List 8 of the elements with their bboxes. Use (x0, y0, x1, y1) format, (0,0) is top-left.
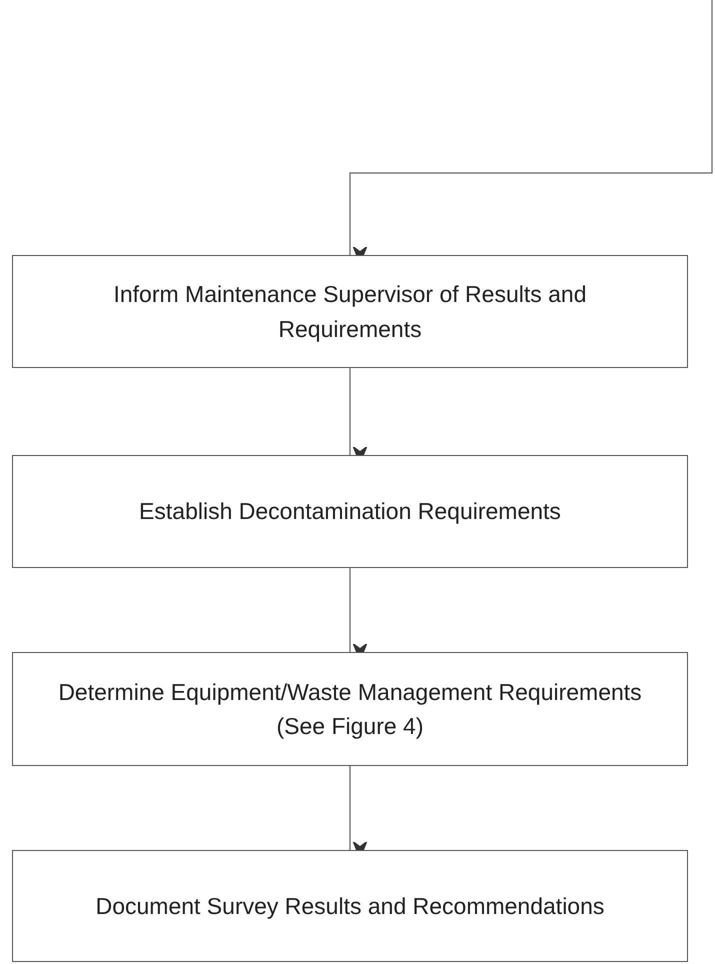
box-label: Establish Decontamination Requirements (139, 497, 561, 526)
process-box (12, 652, 688, 766)
box-label: Determine Equipment/Waste Management Requirements (See Figure 4) (57, 678, 643, 741)
process-box (12, 850, 688, 962)
box-label: Inform Maintenance Supervisor of Results and Requirements (112, 280, 588, 344)
box-label: Document Survey Results and Recommendations (96, 892, 604, 921)
process-box (12, 455, 688, 568)
process-box (12, 255, 688, 368)
